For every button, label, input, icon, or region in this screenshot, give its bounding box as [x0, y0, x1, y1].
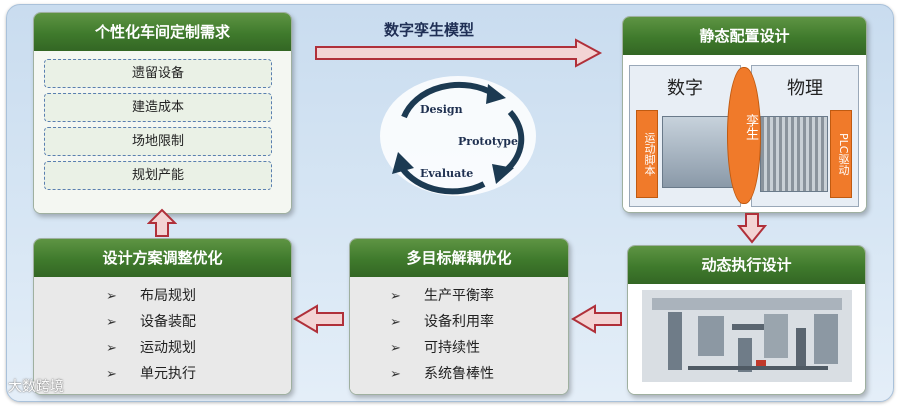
- physical-machine-image: [760, 116, 828, 192]
- static-config-box: 静态配置设计 数字 运动脚本 物理 PLC驱动 孪生: [622, 16, 867, 213]
- adjust-item: ➢设备装配: [106, 314, 196, 330]
- arrow-down-right: [737, 213, 767, 244]
- digital-panel: 数字 运动脚本: [629, 65, 741, 207]
- decoupling-item: ➢系统鲁棒性: [390, 366, 494, 382]
- adjust-item: ➢布局规划: [106, 288, 196, 304]
- motion-script-label: 运动脚本: [636, 110, 658, 198]
- decoupling-title: 多目标解耦优化: [350, 239, 568, 278]
- twin-model-label: 数字孪生模型: [384, 21, 475, 39]
- decoupling-item: ➢生产平衡率: [390, 288, 494, 304]
- digital-label: 数字: [667, 78, 703, 99]
- cycle-design-label: Design: [420, 103, 463, 116]
- requirement-item: 建造成本: [44, 93, 272, 122]
- requirements-title: 个性化车间定制需求: [34, 13, 291, 52]
- physical-label: 物理: [787, 78, 823, 99]
- requirement-item: 场地限制: [44, 127, 272, 156]
- adjust-title: 设计方案调整优化: [34, 239, 291, 278]
- decoupling-list: ➢生产平衡率 ➢设备利用率 ➢可持续性 ➢系统鲁棒性: [350, 277, 568, 394]
- bullet-icon: ➢: [390, 367, 401, 382]
- adjust-list: ➢布局规划 ➢设备装配 ➢运动规划 ➢单元执行: [34, 277, 291, 394]
- arrow-up-left: [147, 208, 177, 237]
- adjust-item: ➢运动规划: [106, 340, 196, 356]
- bullet-icon: ➢: [106, 341, 117, 356]
- twin-ellipse: 孪生: [727, 67, 761, 204]
- dynamic-exec-body: [628, 284, 865, 394]
- static-config-title: 静态配置设计: [623, 17, 866, 56]
- requirements-body: 遗留设备 建造成本 场地限制 规划产能: [34, 51, 291, 213]
- plc-drive-label: PLC驱动: [830, 110, 852, 198]
- dynamic-exec-box: 动态执行设计: [627, 245, 866, 395]
- requirement-item: 规划产能: [44, 161, 272, 190]
- arrow-right-top: [315, 38, 603, 68]
- physical-panel: 物理 PLC驱动: [751, 65, 859, 207]
- decoupling-item: ➢设备利用率: [390, 314, 494, 330]
- watermark: 大数跨境: [8, 379, 64, 395]
- dynamic-exec-title: 动态执行设计: [628, 246, 865, 285]
- adjust-box: 设计方案调整优化 ➢布局规划 ➢设备装配 ➢运动规划 ➢单元执行: [33, 238, 292, 395]
- requirements-box: 个性化车间定制需求 遗留设备 建造成本 场地限制 规划产能: [33, 12, 292, 214]
- cycle-evaluate-label: Evaluate: [420, 167, 474, 180]
- decoupling-item: ➢可持续性: [390, 340, 480, 356]
- digital-machine-image: [662, 116, 734, 188]
- arrow-left-bottom-right: [571, 304, 622, 334]
- factory-simulation-image: [642, 290, 852, 382]
- bullet-icon: ➢: [106, 289, 117, 304]
- bullet-icon: ➢: [106, 315, 117, 330]
- bullet-icon: ➢: [390, 341, 401, 356]
- bullet-icon: ➢: [390, 289, 401, 304]
- design-cycle-diagram: [380, 76, 536, 196]
- cycle-prototype-label: Prototype: [458, 135, 518, 148]
- bullet-icon: ➢: [390, 315, 401, 330]
- twin-label: 孪生: [743, 114, 758, 140]
- adjust-item: ➢单元执行: [106, 366, 196, 382]
- requirement-item: 遗留设备: [44, 59, 272, 88]
- arrow-left-bottom-left: [293, 304, 344, 334]
- bullet-icon: ➢: [106, 367, 117, 382]
- decoupling-box: 多目标解耦优化 ➢生产平衡率 ➢设备利用率 ➢可持续性 ➢系统鲁棒性: [349, 238, 569, 395]
